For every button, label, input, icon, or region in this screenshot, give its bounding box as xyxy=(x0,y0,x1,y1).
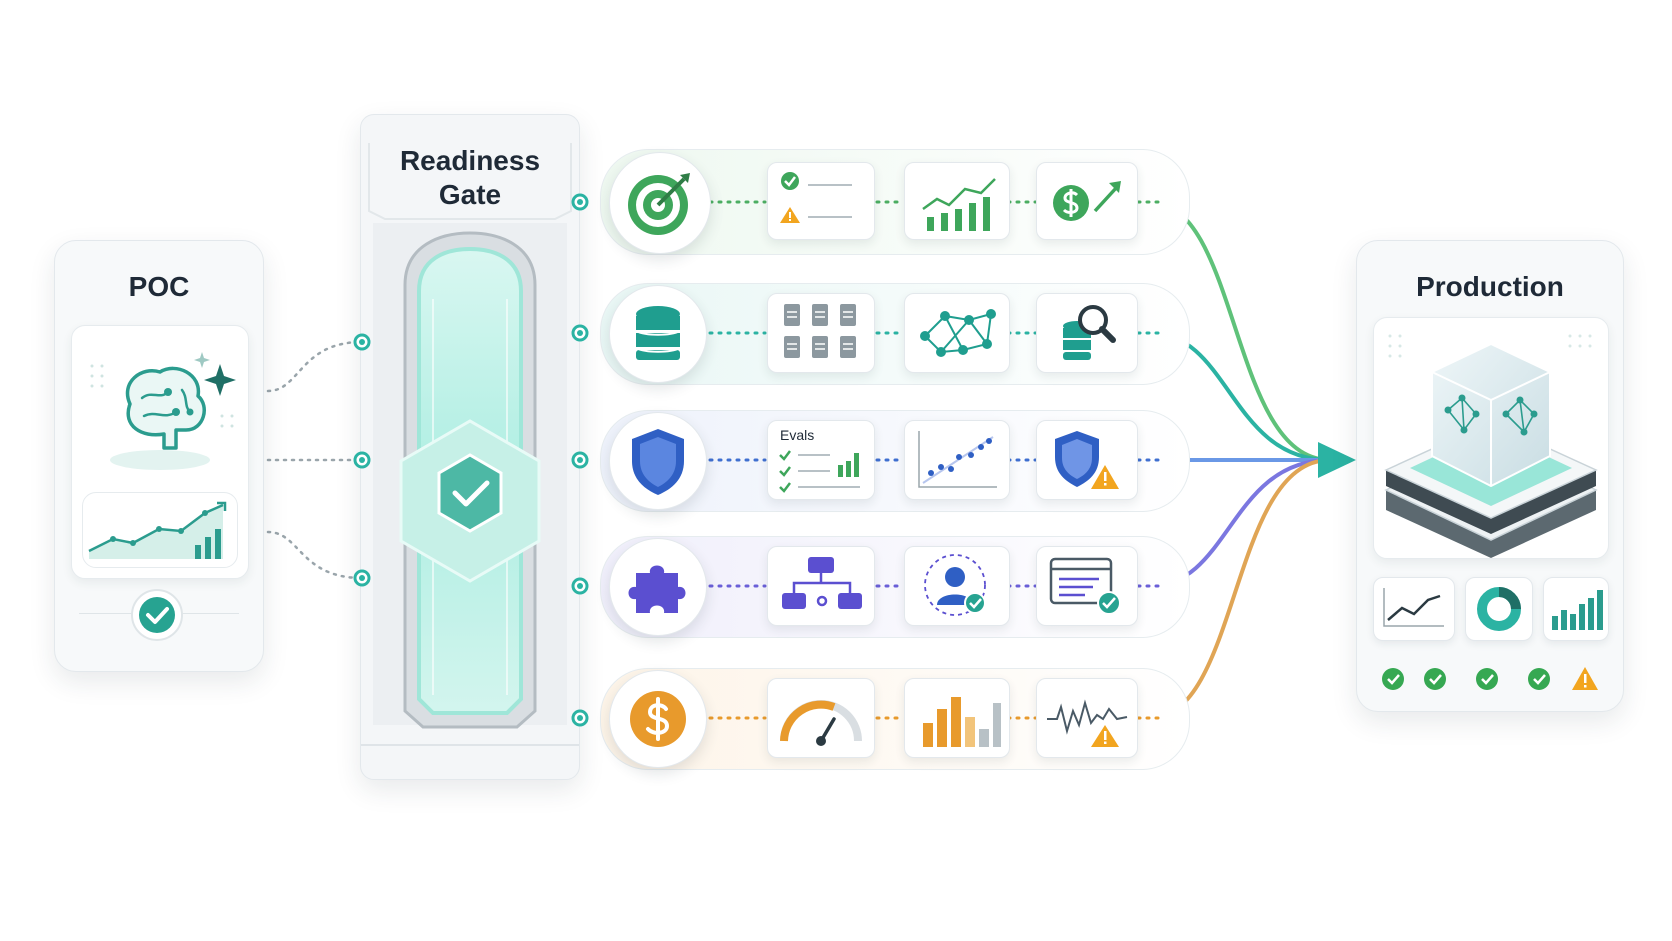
workflow-icon xyxy=(767,546,875,626)
cost-bars-icon xyxy=(904,678,1010,758)
production-model-cube-icon xyxy=(1384,334,1598,558)
shield-warning-icon xyxy=(1036,420,1138,500)
evals-label: Evals xyxy=(780,427,815,443)
evals-checklist-icon: Evals xyxy=(767,420,875,500)
status-ok-icon xyxy=(1528,668,1550,690)
gate-check-badge xyxy=(437,453,503,533)
poc-growth-chart xyxy=(82,492,238,568)
signal-warning-icon xyxy=(1036,678,1138,758)
poc-brain-panel xyxy=(71,325,249,579)
production-trend-chart xyxy=(1373,577,1455,641)
readiness-gate: Readiness Gate xyxy=(360,114,580,780)
gate-portal xyxy=(361,143,579,746)
production-model-panel xyxy=(1373,317,1609,559)
status-warning-icon xyxy=(1572,667,1598,690)
checklist-warning-icon xyxy=(767,162,875,240)
status-ok-icon xyxy=(1382,668,1404,690)
status-ok-icon xyxy=(1476,668,1498,690)
brain-icon xyxy=(90,352,236,470)
database-icon xyxy=(609,285,707,383)
production-title: Production xyxy=(1416,271,1564,302)
gauge-icon xyxy=(767,678,875,758)
merge-arrow-head xyxy=(1318,442,1356,478)
documents-icon xyxy=(767,293,875,373)
shield-icon xyxy=(609,412,707,510)
production-status-row xyxy=(1382,667,1598,690)
gate-title-line1: Readiness xyxy=(399,145,541,176)
production-card: Production xyxy=(1356,240,1624,712)
database-search-icon xyxy=(1036,293,1138,373)
growth-chart-icon xyxy=(904,162,1010,240)
poc-title: POC xyxy=(128,271,190,302)
scatter-trend-icon xyxy=(904,420,1010,500)
browser-approved-icon xyxy=(1036,546,1138,626)
user-verified-icon xyxy=(904,546,1010,626)
production-donut-chart xyxy=(1465,577,1533,641)
revenue-growth-icon xyxy=(1036,162,1138,240)
knowledge-graph-icon xyxy=(904,293,1010,373)
gate-title-line2: Gate xyxy=(438,179,502,210)
production-bar-chart xyxy=(1543,577,1609,641)
puzzle-icon xyxy=(609,538,707,636)
target-icon xyxy=(609,152,711,254)
status-ok-icon xyxy=(1424,668,1446,690)
dollar-icon xyxy=(609,670,707,768)
poc-card: POC xyxy=(54,240,264,672)
poc-approved-check-icon xyxy=(131,589,183,641)
